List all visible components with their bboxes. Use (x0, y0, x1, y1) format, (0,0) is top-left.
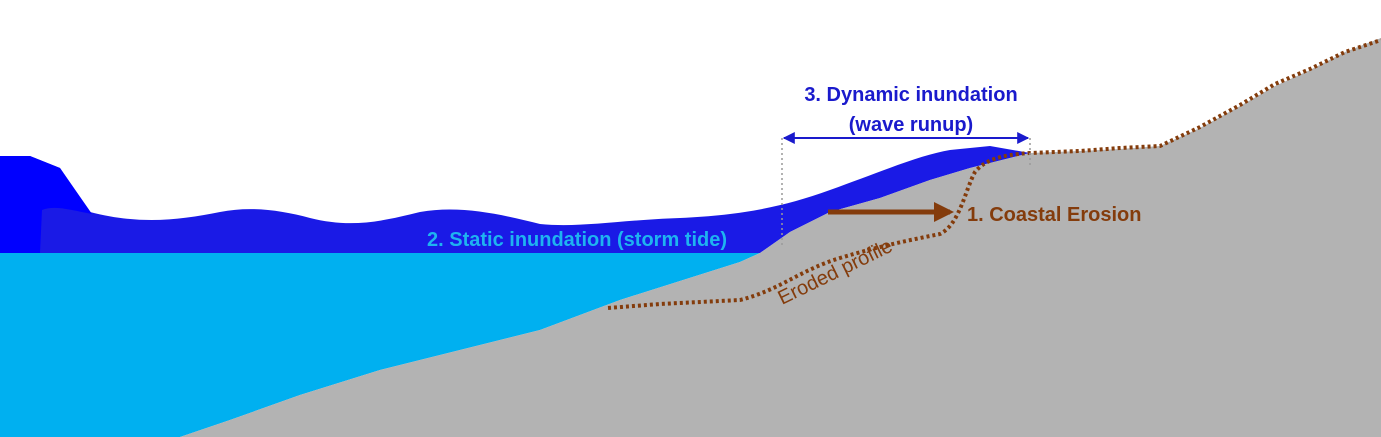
wave-crest (0, 156, 92, 253)
dynamic-inundation-label-line2: (wave runup) (849, 114, 973, 136)
dynamic-inundation-label-line1: 3. Dynamic inundation (804, 84, 1017, 106)
coastal-erosion-label: 1. Coastal Erosion (967, 204, 1142, 226)
ground-profile (180, 38, 1381, 437)
static-inundation-label: 2. Static inundation (storm tide) (427, 229, 727, 251)
still-water (0, 253, 760, 437)
storm-surge (0, 146, 1030, 253)
